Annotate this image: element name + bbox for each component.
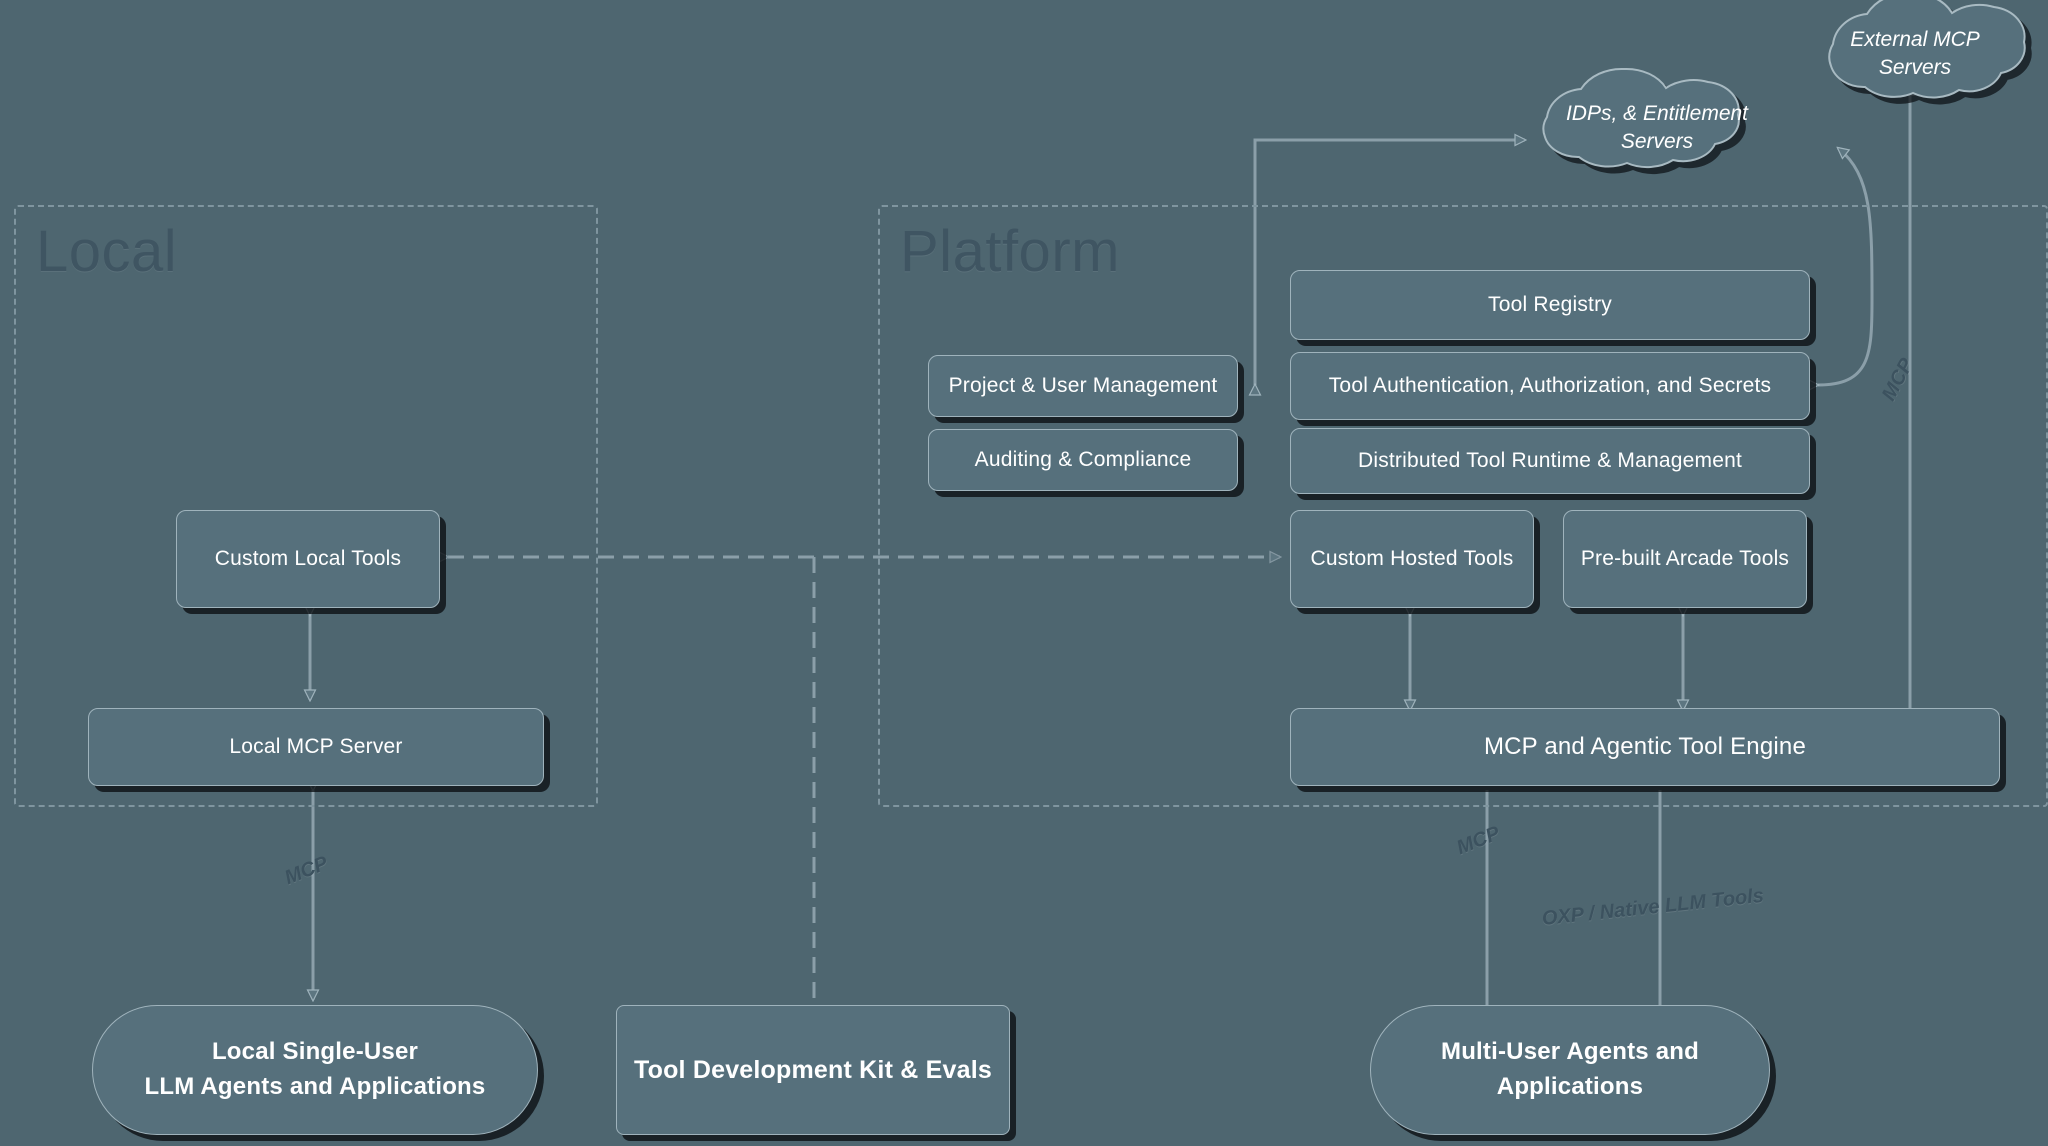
terminal-multi-user-agents[interactable]: Multi-User Agents and Applications (1370, 1005, 1770, 1135)
node-mcp-agentic-tool-engine-label: MCP and Agentic Tool Engine (1483, 733, 1807, 761)
node-tool-registry[interactable]: Tool Registry (1290, 270, 1810, 340)
node-auditing-compliance-label: Auditing & Compliance (974, 448, 1192, 472)
terminal-local-agents[interactable]: Local Single-User LLM Agents and Applica… (92, 1005, 538, 1135)
node-prebuilt-arcade-tools-label: Pre-built Arcade Tools (1580, 547, 1790, 571)
node-tool-development-kit[interactable]: Tool Development Kit & Evals (616, 1005, 1010, 1135)
node-mcp-agentic-tool-engine[interactable]: MCP and Agentic Tool Engine (1290, 708, 2000, 786)
edge-label-oxp-native-llm-tools: OXP / Native LLM Tools (1540, 884, 1765, 930)
node-distributed-tool-runtime[interactable]: Distributed Tool Runtime & Management (1290, 428, 1810, 494)
node-custom-hosted-tools[interactable]: Custom Hosted Tools (1290, 510, 1534, 608)
cloud-idps-label-line2: Servers (1620, 130, 1694, 153)
zone-local-title: Local (36, 219, 178, 284)
zone-platform (878, 205, 2048, 807)
node-distributed-tool-runtime-label: Distributed Tool Runtime & Management (1357, 449, 1743, 473)
cloud-idps-entitlement-servers: IDPs, & Entitlement Servers (1532, 86, 1782, 170)
terminal-local-agents-line2: LLM Agents and Applications (144, 1073, 486, 1100)
zone-local (14, 205, 598, 807)
terminal-multi-user-agents-line2: Applications (1496, 1073, 1644, 1100)
node-local-mcp-server-label: Local MCP Server (229, 735, 403, 759)
node-project-user-management-label: Project & User Management (948, 374, 1218, 398)
edge-label-mcp-platform: MCP (1453, 822, 1504, 860)
node-prebuilt-arcade-tools[interactable]: Pre-built Arcade Tools (1563, 510, 1807, 608)
cloud-external-mcp-label: External MCP Servers (1850, 27, 1980, 79)
node-tool-registry-label: Tool Registry (1488, 293, 1612, 317)
node-custom-hosted-tools-label: Custom Hosted Tools (1310, 547, 1514, 571)
node-tool-development-kit-label: Tool Development Kit & Evals (634, 1055, 992, 1084)
terminal-multi-user-agents-line1: Multi-User Agents and (1441, 1038, 1699, 1066)
node-auditing-compliance[interactable]: Auditing & Compliance (928, 429, 1238, 491)
node-project-user-management[interactable]: Project & User Management (928, 355, 1238, 417)
node-custom-local-tools-label: Custom Local Tools (214, 547, 402, 571)
zone-platform-title: Platform (900, 219, 1120, 284)
cloud-idps-label-line1: IDPs, & Entitlement (1565, 101, 1749, 125)
node-custom-local-tools[interactable]: Custom Local Tools (176, 510, 440, 608)
node-tool-authentication-label: Tool Authentication, Authorization, and … (1328, 374, 1772, 398)
cloud-external-mcp-servers: External MCP Servers (1790, 10, 2040, 98)
terminal-local-agents-line1: Local Single-User (211, 1038, 419, 1066)
edge-label-mcp-local: MCP (281, 852, 332, 890)
node-local-mcp-server[interactable]: Local MCP Server (88, 708, 544, 786)
node-tool-authentication[interactable]: Tool Authentication, Authorization, and … (1290, 352, 1810, 420)
